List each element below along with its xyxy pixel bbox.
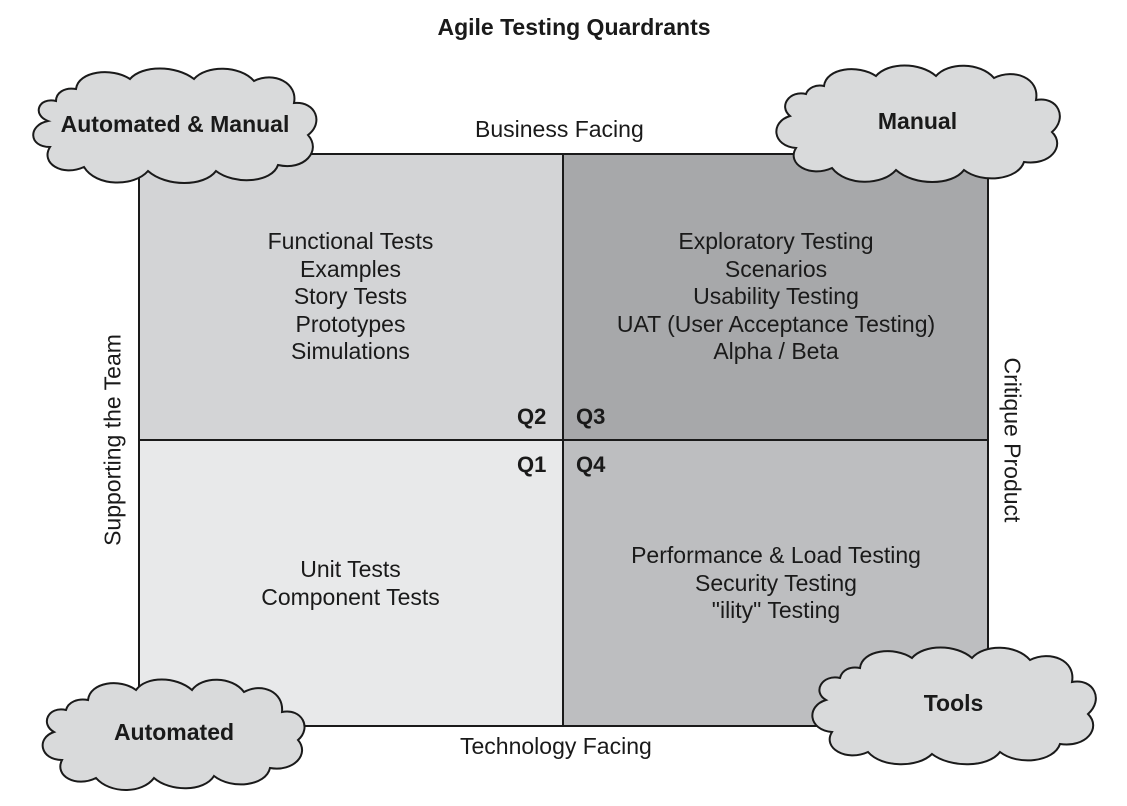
quadrant-label-q4: Q4	[576, 452, 606, 477]
cloud-automated: Automated	[36, 672, 312, 792]
q4-item: "ility" Testing	[711, 597, 841, 624]
axis-label-supporting-the-team: Supporting the Team	[99, 334, 126, 546]
q4-item: Performance & Load Testing	[631, 542, 921, 568]
diagram-title: Agile Testing Quardrants	[437, 14, 711, 40]
q3-item: Alpha / Beta	[713, 338, 839, 365]
cloud-tools: Tools	[806, 642, 1101, 767]
q3-item: Exploratory Testing	[678, 228, 874, 254]
q4-item: Security Testing	[695, 569, 857, 596]
cloud-automated-and-manual: Automated & Manual	[26, 63, 324, 185]
q2-item: Prototypes	[295, 310, 406, 337]
cloud-label: Tools	[923, 690, 984, 716]
q3-item: UAT (User Acceptance Testing)	[616, 310, 936, 337]
q3-item: Scenarios	[724, 255, 828, 282]
cloud-shape	[32, 67, 318, 184]
quadrant-q2	[138, 153, 563, 440]
axis-label-business-facing: Business Facing	[475, 116, 644, 142]
q1-item: Unit Tests	[300, 556, 401, 582]
horizontal-divider	[138, 439, 989, 441]
q1-item: Component Tests	[261, 583, 440, 610]
quadrant-q3	[563, 153, 989, 440]
q3-item: Usability Testing	[693, 283, 859, 310]
quadrant-q1	[138, 440, 563, 727]
cloud-manual: Manual	[770, 60, 1065, 185]
q2-item: Examples	[300, 255, 401, 282]
quadrant-label-q3: Q3	[576, 404, 606, 429]
cloud-label: Automated	[113, 719, 235, 745]
q2-item: Functional Tests	[267, 228, 434, 254]
q3-item-list: Exploratory Testing Scenarios Usability …	[563, 228, 989, 366]
quadrant-label-q1: Q1	[517, 452, 547, 477]
cloud-label: Manual	[877, 108, 958, 134]
cloud-shape	[811, 646, 1097, 766]
q2-item: Simulations	[291, 338, 410, 365]
q4-item-list: Performance & Load Testing Security Test…	[563, 542, 989, 625]
cloud-shape	[775, 64, 1061, 183]
quadrant-label-q2: Q2	[517, 404, 547, 429]
axis-label-critique-product: Critique Product	[999, 357, 1026, 523]
q2-item: Story Tests	[293, 283, 408, 310]
axis-label-technology-facing: Technology Facing	[460, 733, 652, 759]
cloud-label: Automated & Manual	[60, 111, 290, 137]
cloud-shape	[41, 678, 306, 791]
q1-item-list: Unit Tests Component Tests	[138, 556, 563, 611]
q2-item-list: Functional Tests Examples Story Tests Pr…	[138, 228, 563, 366]
